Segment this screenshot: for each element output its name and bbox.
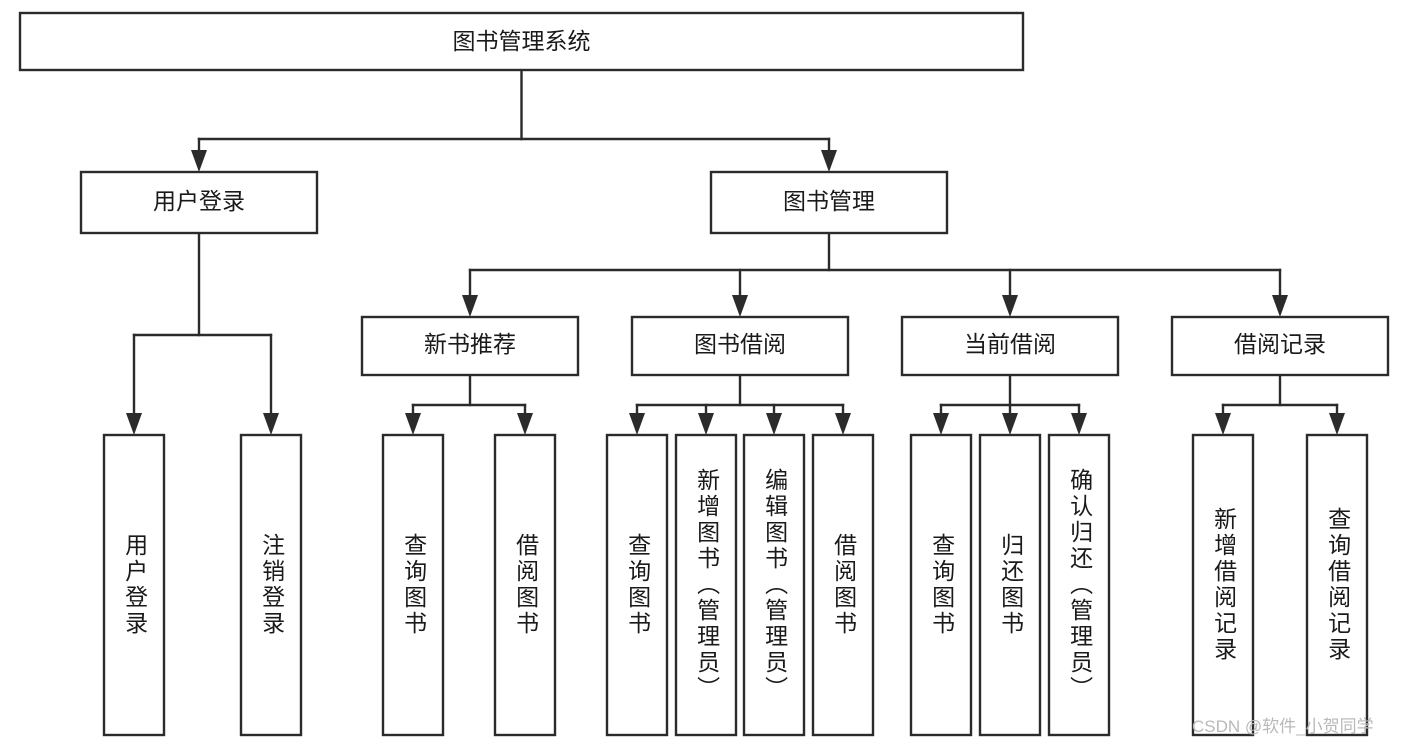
connector-bookmgmt-to-level3 [462, 231, 1288, 317]
leaf-box-book-borrow-3[interactable] [742, 433, 806, 737]
connector-currentborrow-to-leaves [933, 373, 1087, 435]
node-user-login-label: 用户登录 [153, 188, 245, 214]
node-book-management-label: 图书管理 [783, 188, 875, 214]
leaf-box-current-borrow-1[interactable] [909, 433, 973, 737]
connector-bookborrow-to-leaves [629, 373, 851, 435]
node-root-label: 图书管理系统 [453, 28, 591, 54]
node-current-borrow[interactable]: 当前借阅 [900, 315, 1120, 377]
node-book-borrow[interactable]: 图书借阅 [630, 315, 850, 377]
leaf-box-new-book-2[interactable] [493, 433, 557, 737]
leaf-box-book-borrow-2[interactable] [674, 433, 738, 737]
leaf-box-user-login-2[interactable] [239, 433, 303, 737]
leaf-box-current-borrow-3[interactable] [1047, 433, 1111, 737]
node-new-book-recommend-label: 新书推荐 [424, 331, 516, 357]
node-borrow-record-label: 借阅记录 [1234, 331, 1326, 357]
node-root-system[interactable]: 图书管理系统 [18, 11, 1025, 72]
node-book-borrow-label: 图书借阅 [694, 331, 786, 357]
node-new-book-recommend[interactable]: 新书推荐 [360, 315, 580, 377]
connector-root-to-level2 [191, 68, 837, 172]
connector-borrowrecord-to-leaves [1215, 373, 1345, 435]
leaf-box-book-borrow-4[interactable] [811, 433, 875, 737]
connector-userlogin-to-leaves [126, 231, 279, 435]
node-current-borrow-label: 当前借阅 [964, 331, 1056, 357]
leaf-box-current-borrow-2[interactable] [978, 433, 1042, 737]
node-book-management[interactable]: 图书管理 [709, 170, 949, 235]
connector-newbook-to-leaves [405, 373, 533, 435]
leaf-box-user-login-1[interactable] [102, 433, 166, 737]
node-borrow-record[interactable]: 借阅记录 [1170, 315, 1390, 377]
leaf-box-borrow-record-1[interactable] [1191, 433, 1255, 737]
node-user-login[interactable]: 用户登录 [79, 170, 319, 235]
leaf-box-borrow-record-2[interactable] [1305, 433, 1369, 737]
leaf-box-new-book-1[interactable] [381, 433, 445, 737]
leaf-box-book-borrow-1[interactable] [605, 433, 669, 737]
csdn-watermark: CSDN @软件_小贺同学 [1192, 717, 1374, 736]
